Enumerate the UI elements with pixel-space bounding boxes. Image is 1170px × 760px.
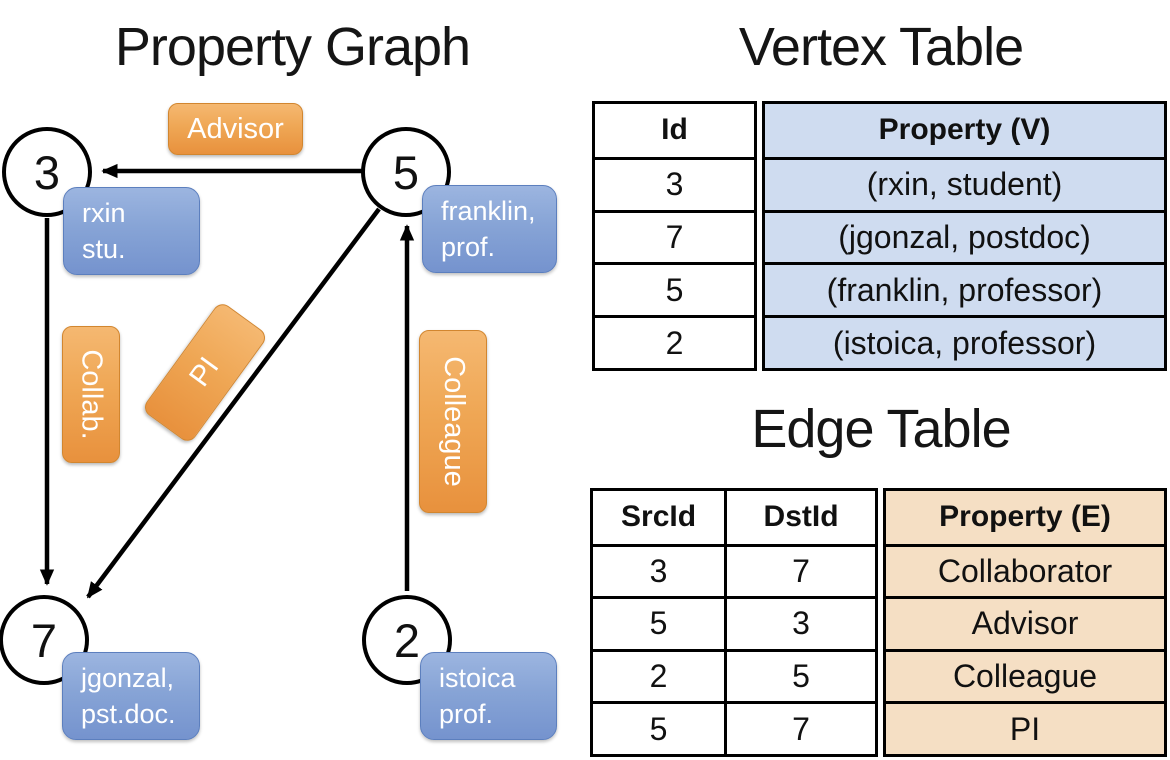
vertex-table-title: Vertex Table <box>738 17 1024 77</box>
edge-table-srcid-cell: 2 <box>593 648 725 702</box>
vertex-property-line: pst.doc. <box>81 699 176 729</box>
edge-table-dstid-cell: 5 <box>724 648 875 702</box>
vertex-table-property-cell: (rxin, student) <box>765 156 1164 210</box>
edge-table-dstid-cell: 7 <box>724 543 875 597</box>
vertex-property-line: jgonzal, <box>81 663 175 693</box>
edge-table-title: Edge Table <box>751 399 1011 459</box>
edge-label-text: Colleague <box>437 356 470 487</box>
vertex-property-box-2: istoica prof. <box>420 652 557 740</box>
graph-node-5: 5 <box>361 127 451 217</box>
node-id-label: 7 <box>30 613 58 667</box>
edge-table-srcid-cell: 5 <box>593 596 725 649</box>
edge-table-srcid-cell: 5 <box>593 701 725 754</box>
graph-node-3: 3 <box>2 127 92 217</box>
edge-label-collab: Collab. <box>62 326 120 463</box>
vertex-table-property-cell: (franklin, professor) <box>765 262 1164 315</box>
vertex-property-line: stu. <box>82 234 126 264</box>
vertex-property-line: prof. <box>439 699 494 729</box>
vertex-property-line: rxin <box>82 198 126 228</box>
edge-table-property-cell: Collaborator <box>886 543 1164 597</box>
vertex-table-id-header: Id <box>661 113 688 147</box>
edge-table-property-header: Property (E) <box>939 500 1111 534</box>
vertex-table-id-cell: 3 <box>595 156 754 210</box>
vertex-table-id-cell: 2 <box>595 315 754 368</box>
vertex-table-property-column: Property (V) (rxin, student) (jgonzal, p… <box>762 101 1167 371</box>
node-id-label: 3 <box>33 145 61 199</box>
vertex-property-line: istoica <box>439 663 516 693</box>
vertex-property-box-7: jgonzal, pst.doc. <box>62 652 200 740</box>
edge-table-dstid-cell: 3 <box>724 596 875 649</box>
edge-table-id-columns: SrcId DstId 3 7 5 3 2 5 5 7 <box>590 488 878 757</box>
edge-table-property-cell: Colleague <box>886 648 1164 702</box>
vertex-table-property-header: Property (V) <box>878 113 1051 147</box>
edge-table-srcid-header: SrcId <box>621 500 697 534</box>
edge-label-advisor: Advisor <box>168 103 303 155</box>
edge-table-property-cell: Advisor <box>886 596 1164 649</box>
vertex-property-line: prof. <box>441 232 496 262</box>
edge-label-pi: PI <box>141 300 269 445</box>
vertex-property-box-3: rxin stu. <box>63 187 200 275</box>
edge-table-srcid-cell: 3 <box>593 543 725 597</box>
edge-table-dstid-header: DstId <box>724 491 875 544</box>
vertex-table-property-cell: (jgonzal, postdoc) <box>765 209 1164 263</box>
vertex-table-id-cell: 7 <box>595 209 754 263</box>
vertex-property-box-5: franklin, prof. <box>422 185 557 273</box>
node-id-label: 2 <box>393 613 421 667</box>
vertex-table-property-cell: (istoica, professor) <box>765 315 1164 368</box>
edge-label-text: Advisor <box>187 112 284 145</box>
edge-table-property-column: Property (E) Collaborator Advisor Collea… <box>883 488 1167 757</box>
edge-label-colleague: Colleague <box>419 330 487 513</box>
edge-label-text: PI <box>183 351 226 393</box>
node-id-label: 5 <box>392 145 420 199</box>
vertex-property-line: franklin, <box>441 196 536 226</box>
property-graph-title: Property Graph <box>114 17 471 77</box>
edge-table-dstid-cell: 7 <box>724 701 875 754</box>
edge-label-text: Collab. <box>75 349 108 440</box>
vertex-table-id-column: Id 3 7 5 2 <box>592 101 757 371</box>
vertex-table-id-cell: 5 <box>595 262 754 315</box>
edge-table-property-cell: PI <box>886 701 1164 754</box>
